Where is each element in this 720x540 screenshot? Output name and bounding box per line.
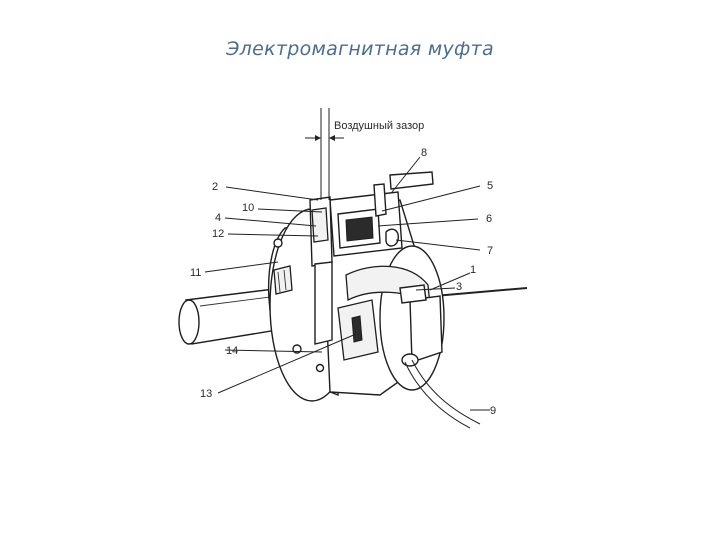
cable	[404, 359, 481, 429]
callout-2: 2	[212, 181, 218, 193]
leader-lines	[204, 156, 490, 411]
slide-title: Электромагнитная муфта	[226, 38, 494, 60]
callout-11: 11	[190, 267, 201, 279]
callout-14: 14	[226, 345, 238, 357]
callout-3: 3	[456, 281, 462, 293]
brush-block	[309, 171, 434, 267]
callout-7: 7	[487, 245, 493, 257]
callout-6: 6	[486, 213, 492, 225]
callout-labels: 2 10 4 12 11 14 13 8 5 6 7 1 3 9	[190, 147, 496, 417]
callout-13: 13	[200, 388, 212, 400]
air-gap-label: Воздушный зазор	[334, 120, 424, 132]
callout-9: 9	[490, 405, 496, 417]
callout-5: 5	[487, 180, 493, 192]
callout-10: 10	[242, 202, 254, 214]
callout-4: 4	[215, 212, 221, 224]
callout-12: 12	[212, 228, 224, 240]
callout-8: 8	[421, 147, 427, 159]
armature	[314, 261, 427, 361]
callout-1: 1	[470, 264, 476, 276]
air-gap-indicator: Воздушный зазор	[305, 108, 424, 200]
